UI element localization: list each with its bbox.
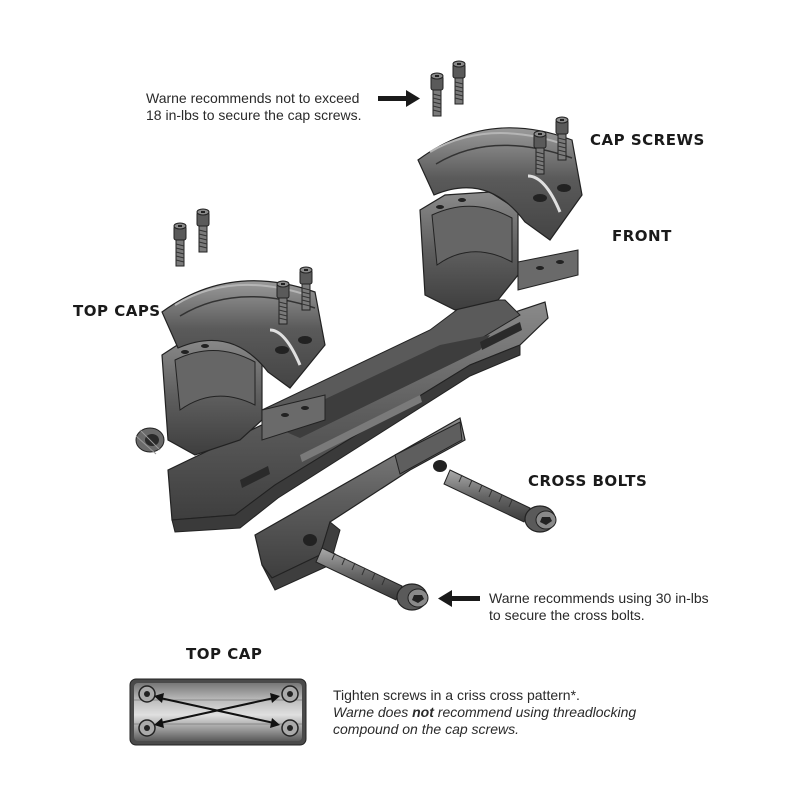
note-tightening-pattern: Tighten screws in a criss cross pattern*… bbox=[333, 687, 636, 738]
top-cap-pattern-plate bbox=[129, 678, 307, 746]
label-front: FRONT bbox=[612, 227, 672, 245]
label-top-caps: TOP CAPS bbox=[73, 302, 161, 320]
mount-body bbox=[161, 191, 579, 533]
note-pattern-line2-bold: not bbox=[412, 704, 434, 720]
note-cross-bolt-torque-line1: Warne recommends using 30 in-lbs bbox=[489, 590, 709, 606]
label-cross-bolts: CROSS BOLTS bbox=[528, 472, 648, 490]
note-pattern-line1: Tighten screws in a criss cross pattern*… bbox=[333, 687, 580, 703]
note-cross-bolt-torque-line2: to secure the cross bolts. bbox=[489, 607, 645, 623]
cross-bolt-front bbox=[443, 469, 557, 533]
cross-bolt-rear bbox=[315, 547, 429, 611]
note-pattern-line2-after: recommend using threadlocking bbox=[433, 704, 637, 720]
cross-bolt-clamp bbox=[254, 417, 466, 591]
cap-screws-rear-upper-group bbox=[173, 208, 210, 267]
note-pattern-line2-before: Warne does bbox=[333, 704, 413, 720]
threaded-insert bbox=[135, 427, 165, 455]
note-cap-screw-torque: Warne recommends not to exceed 18 in-lbs… bbox=[146, 90, 362, 124]
note-pattern-line3: compound on the cap screws. bbox=[333, 721, 519, 737]
cap-screws-top-group bbox=[430, 60, 466, 117]
arrow-to-cap-screws bbox=[378, 90, 420, 107]
note-cap-screw-torque-line2: 18 in-lbs to secure the cap screws. bbox=[146, 107, 362, 123]
label-top-cap: TOP CAP bbox=[186, 645, 263, 663]
note-cap-screw-torque-line1: Warne recommends not to exceed bbox=[146, 90, 360, 106]
note-pattern-line2: Warne does not recommend using threadloc… bbox=[333, 704, 636, 721]
arrow-to-cross-bolt bbox=[438, 590, 480, 607]
note-cross-bolt-torque: Warne recommends using 30 in-lbs to secu… bbox=[489, 590, 709, 624]
label-cap-screws: CAP SCREWS bbox=[590, 131, 705, 149]
